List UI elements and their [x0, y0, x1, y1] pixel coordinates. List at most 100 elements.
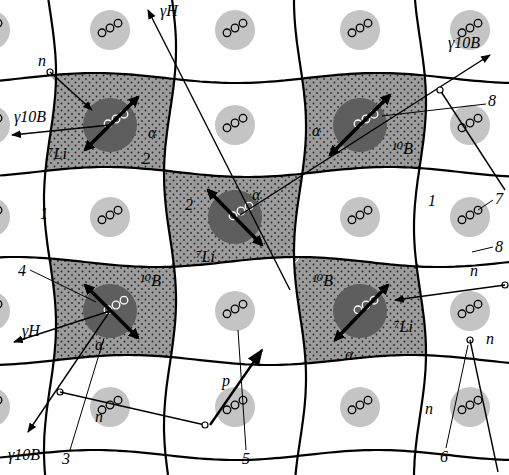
callout-number: 7 [495, 190, 503, 208]
hydrogen-zone [450, 105, 490, 145]
nucleus-atom [239, 300, 247, 308]
gamma-ray [28, 311, 110, 432]
particle-label: γ10B [8, 446, 40, 464]
nucleus-atom [106, 211, 114, 219]
dotted-cell [45, 73, 174, 172]
hydrogen-zone [0, 105, 10, 145]
particle-label: α [148, 124, 156, 142]
hydrogen-zone [90, 10, 130, 50]
nucleus-atom [458, 406, 466, 414]
nucleus-atom [458, 216, 466, 224]
leader-line [238, 330, 246, 450]
hydrogen-zone [215, 105, 255, 145]
dotted-cell [164, 171, 303, 267]
nucleus-atom [466, 401, 474, 409]
nucleus-atom [0, 396, 2, 404]
particle-label: γ10B [14, 108, 46, 126]
callout-number: 6 [440, 448, 448, 466]
nucleus-atom [458, 310, 466, 318]
callout-number: 3 [62, 450, 70, 468]
callout-number: 8 [495, 238, 503, 256]
nucleus-atom [114, 19, 122, 27]
cell-boundary [294, 0, 306, 475]
nucleus-atom [364, 206, 372, 214]
nucleus-atom [466, 24, 474, 32]
neutron-path [470, 340, 498, 472]
leader-line [446, 345, 468, 448]
particle-label: n [470, 262, 478, 280]
particle-label: n [38, 52, 46, 70]
particle-label: γH [160, 2, 178, 20]
hydrogen-zone [90, 197, 130, 237]
nucleus-atom [98, 29, 106, 37]
nucleus-atom [356, 401, 364, 409]
hydrogen-zone [0, 291, 10, 331]
neutron-path [50, 72, 92, 110]
nucleus-atom [356, 24, 364, 32]
cell-boundary [0, 257, 509, 267]
alpha-track [85, 97, 138, 150]
nucleus-atom [0, 114, 2, 122]
hydrogen-zone [0, 387, 10, 427]
nucleus-atom [223, 406, 231, 414]
hydrogen-zone [450, 197, 490, 237]
particle-label: α [252, 186, 260, 204]
particle-label: α [95, 336, 103, 354]
callout-number: 5 [242, 450, 250, 468]
hydrogen-zone [340, 10, 380, 50]
nucleus-atom [348, 29, 356, 37]
nucleus-atom [223, 310, 231, 318]
hydrogen-zone [215, 10, 255, 50]
nucleus-atom [466, 119, 474, 127]
nucleus-atom [356, 211, 364, 219]
neutron-dot [202, 422, 208, 428]
nucleus-atom [231, 24, 239, 32]
hydrogen-zone [340, 387, 380, 427]
nucleus-atom [223, 124, 231, 132]
hydrogen-zone [340, 197, 380, 237]
nucleus-atom [474, 396, 482, 404]
particle-label: ¹⁰B [392, 140, 413, 158]
callout-number: 8 [488, 92, 496, 110]
nucleus-atom [231, 305, 239, 313]
nucleus-atom [112, 301, 120, 309]
leader-line [382, 104, 486, 116]
nucleus-atom [474, 19, 482, 27]
callout-number: 2 [185, 196, 193, 214]
boron-nucleus-zone [83, 284, 137, 338]
nucleus-atom [466, 211, 474, 219]
alpha-track [330, 95, 390, 155]
callout-number: 4 [18, 262, 26, 280]
particle-label: ¹⁰B [312, 272, 333, 290]
hydrogen-zone [0, 197, 10, 237]
nucleus-atom [474, 114, 482, 122]
particle-label: α [312, 122, 320, 140]
dotted-cell [300, 73, 426, 174]
nucleus-atom [98, 216, 106, 224]
nucleus-atom [114, 396, 122, 404]
particle-label: γH [22, 322, 40, 340]
dotted-cell [294, 257, 426, 364]
nucleus-atom [114, 206, 122, 214]
callout-number: 1 [40, 205, 48, 223]
neutron-path [440, 90, 505, 190]
dotted-cell [50, 259, 176, 361]
boron-nucleus-zone [83, 98, 137, 152]
nucleus-atom [348, 406, 356, 414]
particle-label: γ10B [448, 34, 480, 52]
leader-line [478, 200, 493, 210]
neutron-path [60, 392, 205, 425]
hydrogen-zone [215, 387, 255, 427]
nucleus-atom [231, 119, 239, 127]
neutron-dot [437, 87, 443, 93]
particle-label: n [486, 330, 494, 348]
cell-boundary [0, 73, 509, 83]
gamma-ray [240, 55, 490, 215]
hydrogen-zone [0, 10, 10, 50]
particle-label: ⁷Li [394, 318, 413, 336]
nucleus-atom [223, 29, 231, 37]
leader-line [472, 247, 493, 252]
leader-line [30, 270, 96, 302]
nucleus-atom [239, 19, 247, 27]
